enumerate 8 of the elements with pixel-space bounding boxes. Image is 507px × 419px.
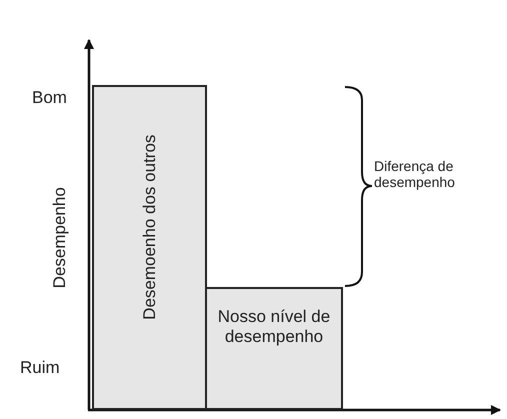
axis-level-label: Ruim (20, 358, 61, 378)
axis-level-label: Bom (32, 88, 68, 108)
axis-title: Desempenho (50, 186, 70, 290)
bar-label: Desemoenho dos outros (139, 134, 160, 322)
bar (92, 85, 207, 410)
bar-label: Nosso nível de desempenho (216, 307, 332, 348)
brace-label: Diferença de desempenho (374, 158, 456, 190)
bar (205, 287, 343, 410)
